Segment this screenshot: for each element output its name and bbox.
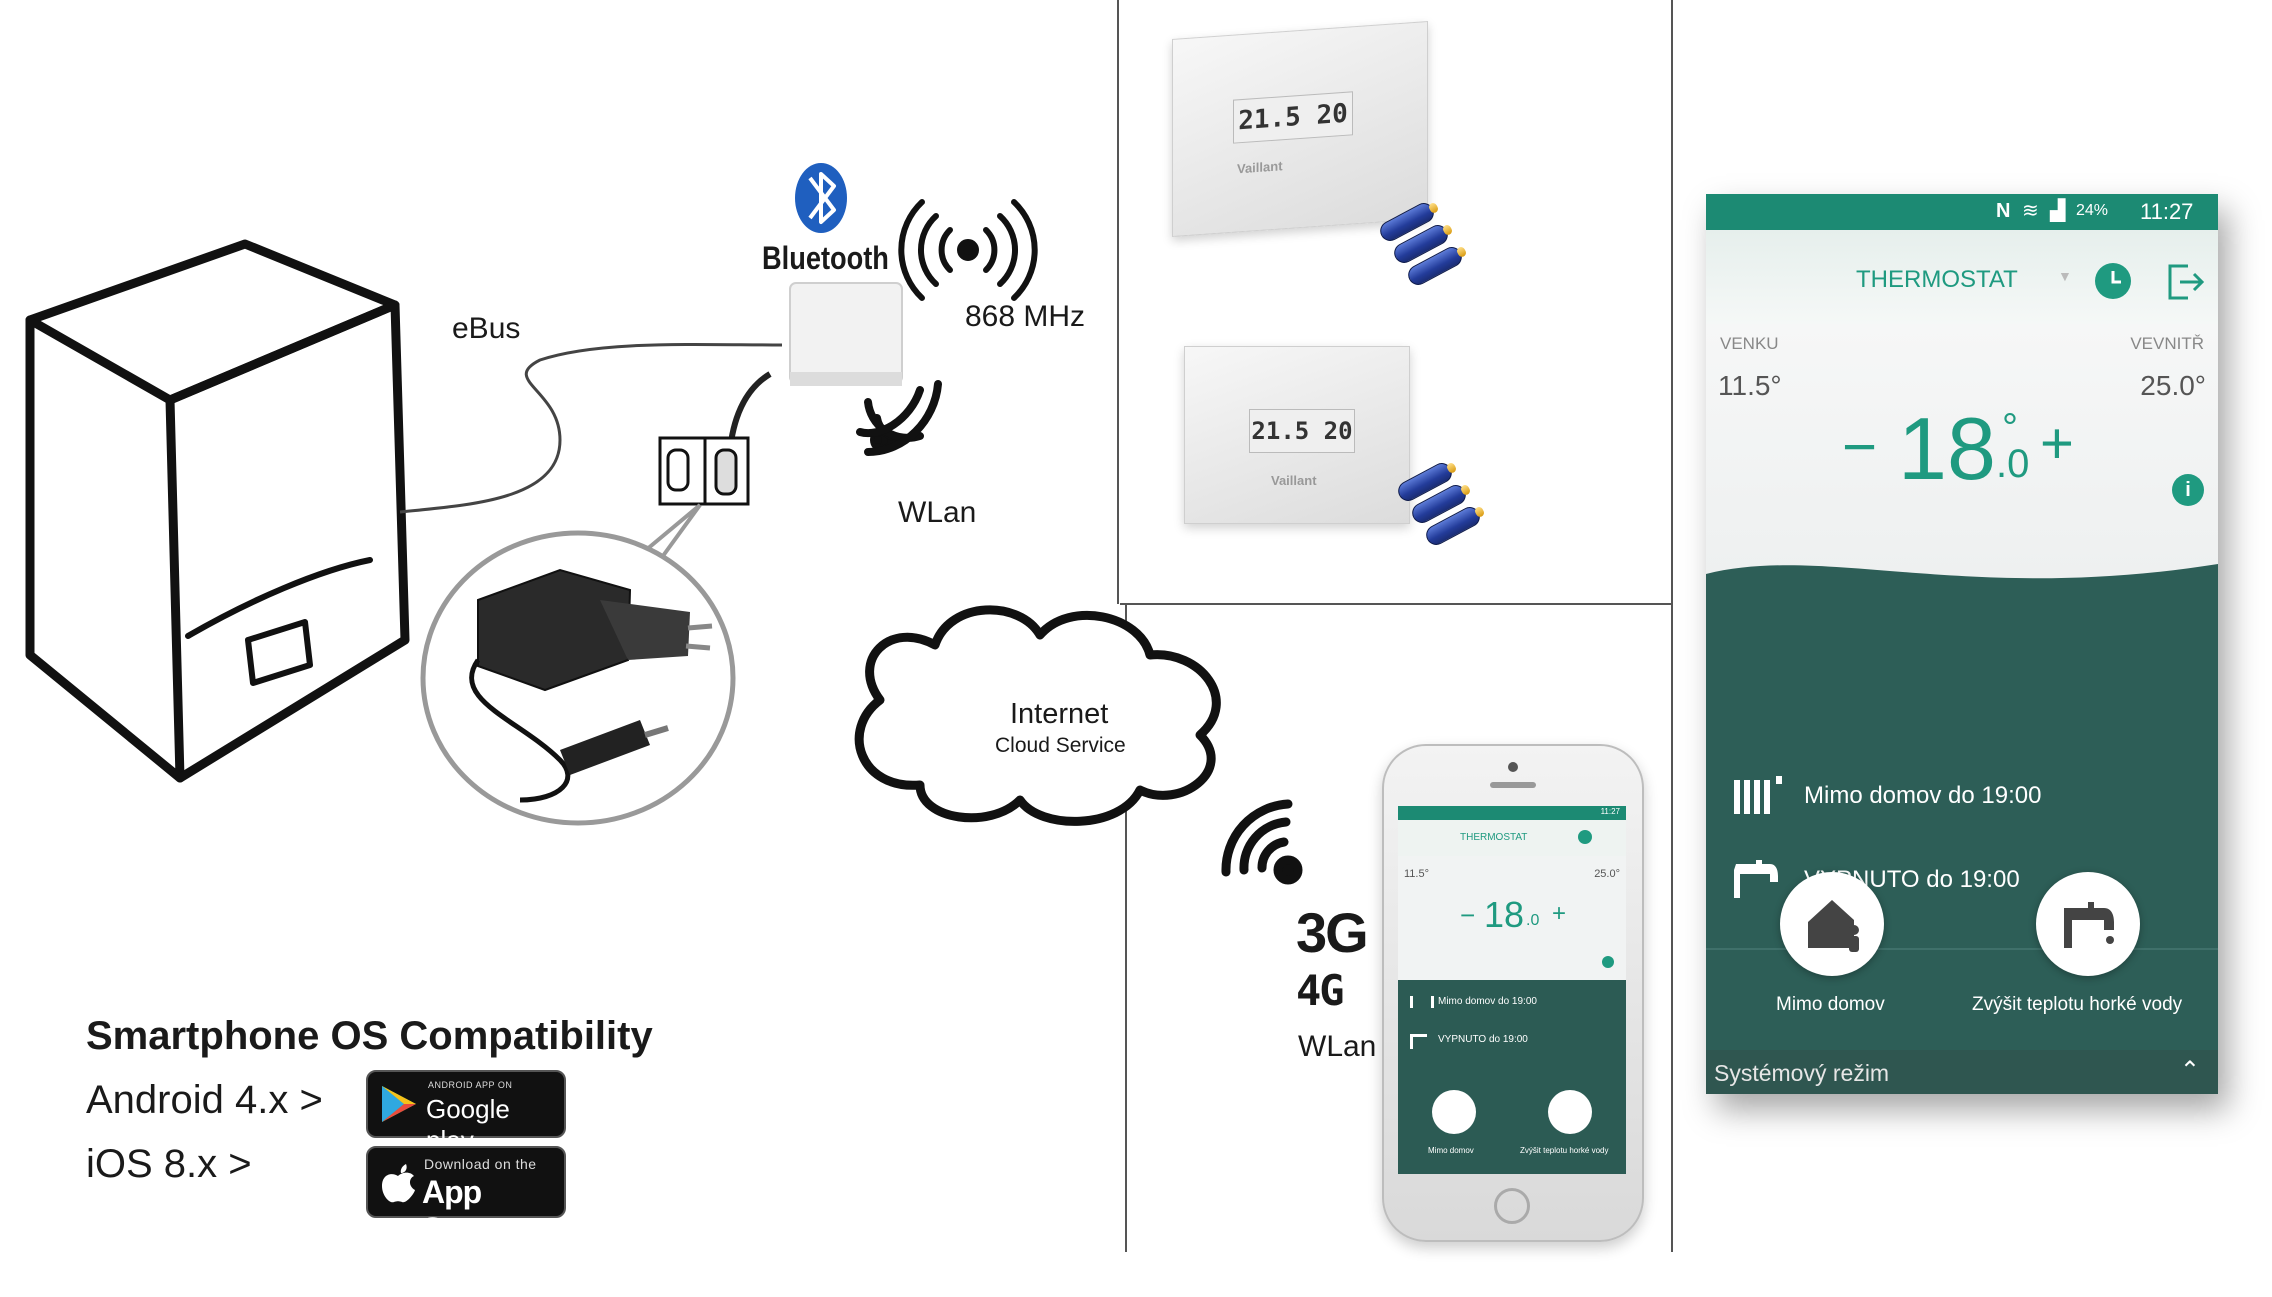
phone-home-button[interactable] — [1494, 1188, 1530, 1224]
power-adapter-callout — [420, 503, 736, 826]
small-status-bar: 11:27 — [1398, 806, 1626, 820]
google-play-icon — [382, 1086, 416, 1122]
small-radiator-icon — [1410, 996, 1434, 1008]
tap-icon — [2064, 902, 2114, 948]
google-play-small-text: ANDROID APP ON — [428, 1080, 513, 1090]
small-clock-icon[interactable] — [1578, 830, 1592, 844]
small-hot-water-button[interactable] — [1548, 1090, 1592, 1134]
away-mode-button[interactable] — [1780, 872, 1884, 976]
thermostat-device-bottom: 21.5 20 Vaillant — [1184, 346, 1410, 524]
wifi-status-icon: ≋ — [2022, 200, 2039, 222]
small-setpoint-decimal: .0 — [1526, 912, 1540, 929]
thermostat-display-bottom: 21.5 20 — [1249, 409, 1355, 453]
thermostat-brand-bottom: Vaillant — [1271, 473, 1317, 488]
hot-water-label: Zvýšit teplotu horké vody — [1972, 994, 2183, 1015]
google-play-badge[interactable]: ANDROID APP ON Google play — [366, 1070, 566, 1155]
small-btn1-label: Mimo domov — [1428, 1146, 1474, 1155]
inside-temperature: 25.0° — [2140, 370, 2206, 401]
hot-water-boost-button[interactable] — [2036, 872, 2140, 976]
setpoint-degree: ° — [2002, 406, 2018, 450]
bluetooth-label: Bluetooth — [762, 240, 889, 276]
small-minus-button[interactable]: − — [1460, 900, 1476, 930]
temperature-panel: VENKU VEVNITŘ 11.5° 25.0° − 18 ° .0 + i — [1706, 324, 2218, 734]
small-plus-button[interactable]: + — [1552, 900, 1567, 927]
radiator-icon — [1734, 776, 1782, 814]
wave-divider — [1706, 564, 2218, 734]
heating-status-text: Mimo domov do 19:00 — [1804, 782, 2042, 809]
system-mode-bar[interactable]: Systémový režim ⌃ — [1706, 1050, 2218, 1094]
app-store-badge[interactable]: Download on the App Store — [366, 1146, 566, 1247]
internet-cloud — [854, 605, 1221, 826]
android-version-label: Android 4.x > — [86, 1078, 323, 1122]
internet-label: Internet — [1010, 698, 1109, 730]
small-away-button[interactable] — [1432, 1090, 1476, 1134]
boiler-illustration — [25, 239, 410, 783]
setpoint-decimal: .0 — [1996, 442, 2030, 486]
status-time: 11:27 — [2140, 199, 2194, 224]
cloud-service-label: Cloud Service — [995, 734, 1126, 757]
bluetooth-icon — [795, 163, 847, 233]
network-indicator: N — [1996, 200, 2011, 222]
apple-icon — [382, 1164, 415, 1203]
gateway-device — [789, 282, 903, 386]
small-row2: VYPNUTO do 19:00 — [1438, 1034, 1528, 1045]
small-status-time: 11:27 — [1600, 807, 1620, 816]
phone-camera — [1508, 762, 1518, 772]
app-bar: THERMOSTAT ▼ — [1706, 230, 2218, 324]
small-app-title: THERMOSTAT — [1460, 832, 1528, 843]
chevron-up-icon[interactable]: ⌃ — [2179, 1057, 2200, 1084]
thermostat-device-top: 21.5 20 Vaillant — [1172, 21, 1428, 237]
phone-screen: 11:27 THERMOSTAT 11.5° 25.0° − 18 .0 + M… — [1398, 806, 1626, 1174]
away-mode-label: Mimo domov — [1776, 994, 1885, 1015]
wall-socket — [658, 436, 750, 506]
small-temperature-panel: 11.5° 25.0° − 18 .0 + — [1398, 856, 1626, 980]
inside-label: VEVNITŘ — [2130, 334, 2204, 353]
outside-label: VENKU — [1720, 334, 1779, 353]
thermostat-app-screen: N ≋ ▟ 24% 11:27 THERMOSTAT ▼ VENKU VEVNI… — [1706, 194, 2218, 1094]
ebus-label: eBus — [452, 312, 521, 345]
outside-temperature: 11.5° — [1718, 370, 1782, 401]
small-inside-value: 25.0° — [1594, 868, 1620, 880]
increase-button[interactable]: + — [2040, 411, 2074, 476]
network-3g-label: 3G — [1296, 901, 1369, 964]
thermostat-brand-top: Vaillant — [1237, 158, 1283, 177]
info-icon[interactable]: i — [2172, 474, 2204, 506]
house-person-icon — [1808, 900, 1859, 952]
app-store-text: App Store — [422, 1174, 500, 1247]
battery-percent: 24% — [2076, 202, 2109, 219]
small-outside-value: 11.5° — [1404, 868, 1429, 880]
ios-version-label: iOS 8.x > — [86, 1142, 252, 1186]
app-store-small-text: Download on the — [424, 1156, 537, 1172]
smartphone-mockup: 11:27 THERMOSTAT 11.5° 25.0° − 18 .0 + M… — [1382, 744, 1644, 1242]
chevron-down-icon[interactable]: ▼ — [2058, 268, 2072, 284]
wlan-label-top: WLan — [898, 496, 977, 529]
setpoint-value: 18 — [1898, 399, 1996, 498]
phone-speaker — [1490, 782, 1536, 788]
clock-icon[interactable] — [2094, 262, 2132, 300]
small-tap-icon — [1410, 1034, 1427, 1049]
decrease-button[interactable]: − — [1842, 413, 1878, 480]
status-bar: N ≋ ▟ 24% 11:27 — [1706, 194, 2218, 230]
small-setpoint: 18 — [1484, 894, 1525, 935]
thermostat-display-top: 21.5 20 — [1233, 91, 1353, 144]
signal-status-icon: ▟ — [2050, 200, 2066, 222]
wlan-label-bottom: WLan — [1298, 1030, 1377, 1063]
network-4g-label: 4G — [1296, 966, 1345, 1015]
water-tap-icon — [1734, 860, 1778, 898]
system-mode-label: Systémový režim — [1714, 1060, 1890, 1086]
logout-icon[interactable] — [2166, 262, 2206, 302]
small-btn2-label: Zvýšit teplotu horké vody — [1520, 1146, 1609, 1155]
small-info-icon[interactable] — [1602, 956, 1614, 968]
ebus-cable — [399, 342, 783, 514]
wifi-icon-top — [856, 380, 942, 456]
app-title[interactable]: THERMOSTAT — [1856, 266, 2018, 293]
panel-separator — [1706, 948, 2218, 950]
cellular-signal-icon — [1221, 799, 1303, 885]
frequency-label: 868 MHz — [965, 300, 1086, 333]
compatibility-title: Smartphone OS Compatibility — [86, 1014, 653, 1058]
radio-waves-icon — [898, 199, 1038, 301]
small-row1: Mimo domov do 19:00 — [1438, 996, 1537, 1007]
small-app-bar: THERMOSTAT — [1398, 820, 1626, 856]
